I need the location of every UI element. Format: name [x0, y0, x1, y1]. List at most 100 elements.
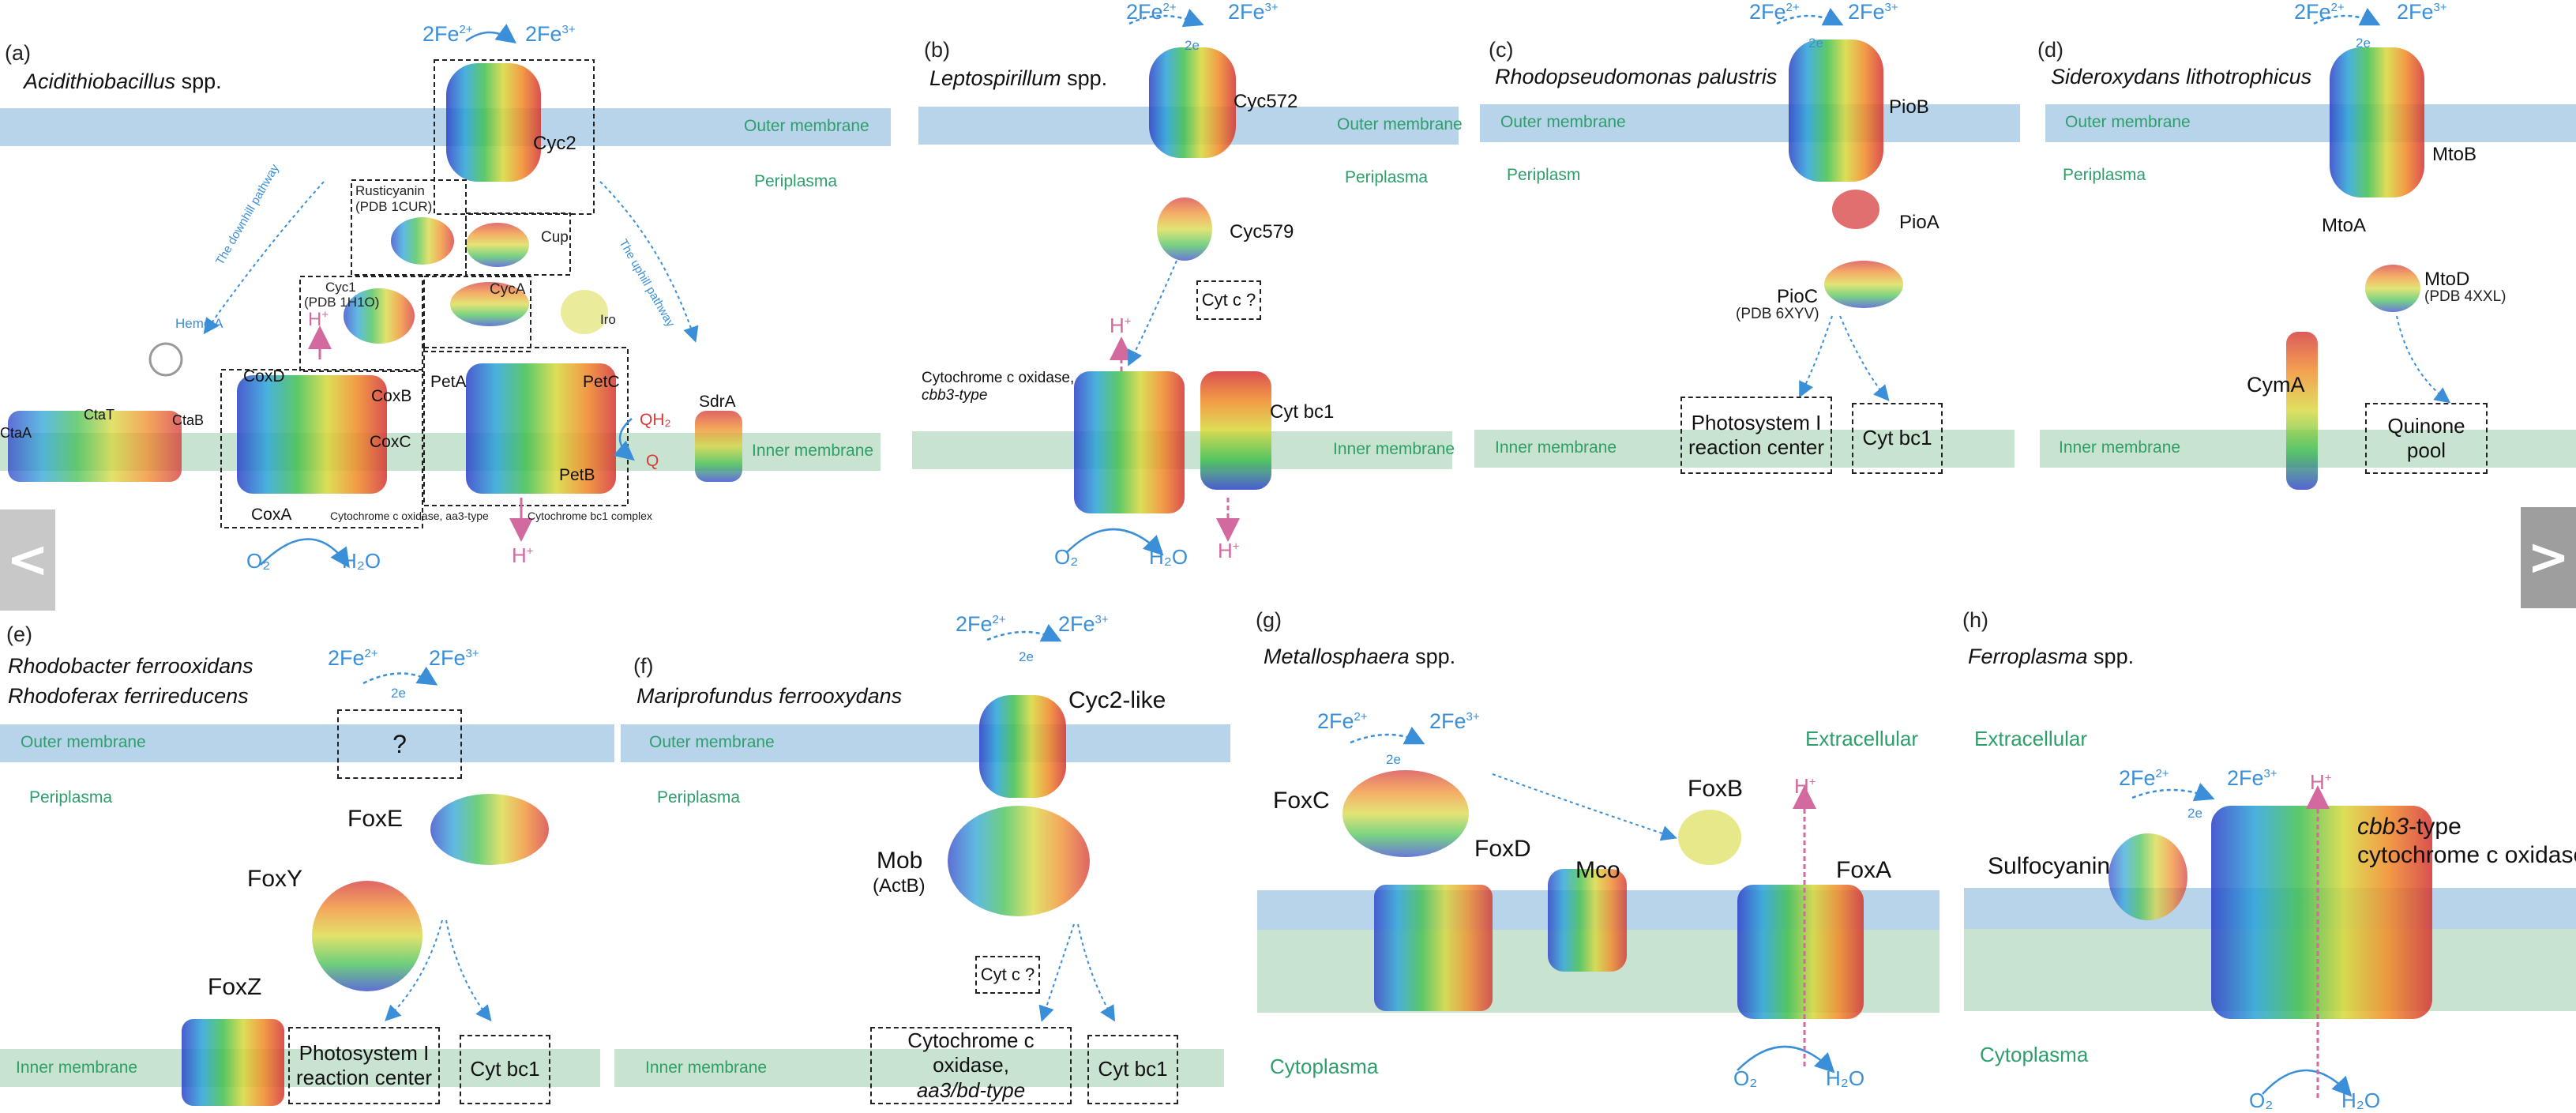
panel-label: (e)	[6, 622, 32, 646]
prev-slide-button[interactable]: <	[0, 509, 55, 611]
mtod-pdb: (PDB 4XXL)	[2424, 288, 2507, 305]
cyca-label: CycA	[490, 281, 526, 298]
outer-membrane-label: Outer membrane	[21, 733, 146, 751]
oxidase-f-line2: aa3/bd-type	[916, 1077, 1026, 1102]
pioc-structure	[1824, 261, 1903, 308]
oxidase-box-f: Cytochrome c oxidase, aa3/bd-type	[870, 1027, 1072, 1104]
foxy-label: FoxY	[247, 866, 303, 892]
cyc572-label: Cyc572	[1234, 91, 1298, 112]
proton-label-b1: H+	[1110, 314, 1132, 337]
fe2-label: 2Fe2+	[1749, 0, 1800, 24]
rusticyanin-label: Rusticyanin	[355, 183, 425, 198]
cyc1-box	[299, 276, 423, 372]
ctaa-label: CtaA	[0, 425, 32, 441]
inner-membrane-label: Inner membrane	[16, 1058, 138, 1077]
sdra-label: SdrA	[699, 393, 736, 411]
piob-label: PioB	[1889, 96, 1929, 118]
proton-label-h: H+	[2310, 770, 2332, 794]
panel-label: (a)	[5, 41, 31, 65]
cytbc1-label-b: Cyt bc1	[1270, 401, 1335, 423]
oxidase-f-line1: Cytochrome c oxidase,	[907, 1028, 1035, 1077]
cyc572-barrel	[1149, 47, 1236, 158]
fe2-label: 2Fe2+	[2119, 766, 2169, 790]
fe3-label: 2Fe3+	[1058, 612, 1109, 636]
electron-label: 2e	[2187, 806, 2202, 821]
cyc1-pdb: (PDB 1H1O)	[304, 295, 380, 310]
mob-structure	[948, 806, 1090, 916]
organism-name: Mariprofundus ferrooxydans	[636, 684, 903, 708]
foxe-label: FoxE	[347, 806, 404, 832]
pioa-structure	[1832, 190, 1879, 229]
cyca-box	[423, 276, 531, 352]
cyc2-barrel-a	[446, 63, 541, 182]
mtob-barrel	[2330, 47, 2424, 197]
cup-structure	[466, 223, 529, 267]
foxb-label: FoxB	[1688, 776, 1744, 802]
cox-complex	[237, 375, 387, 494]
cyc1-label: Cyc1	[325, 280, 356, 295]
electron-label: 2e	[1185, 38, 1200, 53]
fe3-label: 2Fe3+	[525, 22, 576, 46]
outer-membrane-a	[0, 108, 891, 146]
cyc2-like-label: Cyc2-like	[1068, 687, 1166, 713]
fe3-label: 2Fe3+	[2397, 0, 2447, 24]
proton-label-g: H+	[1794, 774, 1816, 798]
uphill-pathway-label: The uphill pathway	[616, 237, 678, 329]
pioc-pdb: (PDB 6XYV)	[1736, 306, 1819, 322]
panel-a: (a) Acidithiobacillus spp. 2Fe2+ 2Fe3+ O…	[0, 0, 900, 585]
cytc-box-f: Cyt c ?	[975, 956, 1040, 994]
proton-label-a1: H+	[308, 308, 329, 330]
chevron-right-icon: >	[2527, 528, 2570, 587]
bc1-b	[1200, 371, 1271, 490]
mco-structure	[1548, 869, 1627, 972]
foxc-structure	[1342, 770, 1469, 857]
cyc2-label: Cyc2	[533, 133, 576, 154]
outer-membrane-d	[2045, 104, 2576, 142]
cyc2-like-barrel	[979, 695, 1066, 798]
mtod-label: MtoD	[2424, 269, 2470, 290]
outer-membrane-label: Outer membrane	[1337, 115, 1463, 133]
coxa-label: CoxA	[251, 506, 292, 524]
electron-label: 2e	[1386, 752, 1401, 767]
periplasma-label: Periplasma	[754, 172, 838, 190]
panel-label: (c)	[1489, 38, 1514, 62]
o2-label-b: O₂	[1054, 545, 1079, 569]
outer-membrane-label: Outer membrane	[744, 117, 869, 135]
fe2-label: 2Fe2+	[328, 646, 378, 670]
cyca-structure	[450, 282, 529, 326]
foxd-structure	[1374, 885, 1493, 1011]
cyc1-structure	[344, 288, 415, 344]
cytc-box-b: Cyt c ?	[1196, 280, 1261, 320]
oxidase-label-2: cbb3-type	[922, 387, 988, 404]
heme-a-label: Heme A	[175, 316, 223, 331]
foxa-structure	[1737, 885, 1864, 1019]
q-label: Q	[646, 452, 659, 470]
next-slide-button[interactable]: >	[2521, 507, 2576, 608]
chevron-left-icon: <	[6, 531, 49, 589]
outer-membrane-label: Outer membrane	[1500, 113, 1626, 131]
ctab-label: CtaB	[172, 412, 205, 428]
rusticyanin-structure	[391, 217, 454, 265]
piob-barrel	[1789, 39, 1883, 182]
o2-label-h: O₂	[2249, 1089, 2274, 1112]
ctat-label: CtaT	[84, 407, 115, 423]
periplasma-label: Periplasm	[1507, 166, 1581, 184]
mco-label: Mco	[1575, 857, 1620, 883]
mtob-label: MtoB	[2432, 144, 2477, 165]
foxa-label: FoxA	[1836, 857, 1892, 883]
ps1-box-e: Photosystem I reaction center	[288, 1027, 440, 1104]
petb-label: PetB	[559, 466, 595, 484]
fe3-label: 2Fe3+	[1429, 709, 1480, 733]
cup-box	[465, 212, 571, 276]
periplasma-label: Periplasma	[1345, 168, 1429, 186]
h2o-label-h: H₂O	[2341, 1089, 2381, 1112]
mtoa-label: MtoA	[2322, 215, 2367, 236]
h2o-label-a: H₂O	[342, 549, 381, 573]
h2o-label-g: H₂O	[1826, 1066, 1865, 1090]
heme-a-icon	[148, 342, 183, 377]
panel-label: (b)	[924, 38, 950, 62]
o2-label-a: O₂	[246, 549, 271, 573]
fe3-label: 2Fe3+	[1228, 0, 1279, 24]
bc1-complex	[466, 363, 616, 494]
mtod-structure	[2365, 265, 2420, 312]
